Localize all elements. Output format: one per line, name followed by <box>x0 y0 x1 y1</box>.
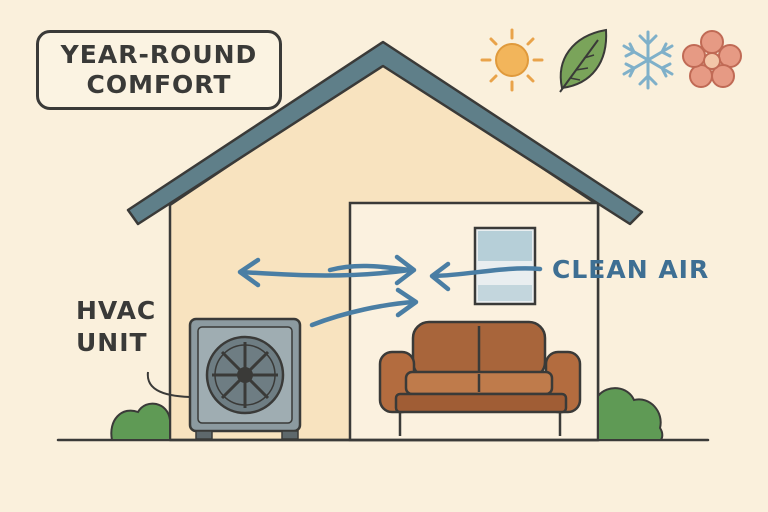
hvac-unit-label: HVAC UNIT <box>76 295 156 359</box>
arrow-left-head <box>237 257 261 288</box>
bush-right <box>597 387 664 441</box>
hvac-label-pointer <box>146 371 191 398</box>
arrow-right-lower <box>309 299 417 328</box>
arrow-right-upper-head <box>394 254 417 286</box>
sun-icon <box>480 28 544 92</box>
leaf-icon <box>559 28 608 93</box>
sofa <box>378 320 582 436</box>
hvac-label-line-1: HVAC <box>76 296 157 325</box>
bush-left <box>110 402 171 441</box>
clean-air-label: CLEAN AIR <box>552 255 710 284</box>
arrow-clean-air-head <box>429 261 451 292</box>
title-line-1: YEAR-ROUND <box>60 40 258 69</box>
arrow-right-upper <box>327 263 413 273</box>
house-roof <box>126 40 644 226</box>
flower-icon <box>682 30 742 88</box>
window <box>473 226 537 306</box>
airflow-arrows <box>237 254 543 328</box>
hvac-unit <box>188 317 302 440</box>
arrow-left <box>239 267 413 278</box>
snowflake-icon <box>622 30 674 90</box>
hvac-label-line-2: UNIT <box>76 328 148 357</box>
title-line-2: COMFORT <box>86 70 232 99</box>
arrow-clean-air <box>431 266 543 279</box>
title-box: YEAR-ROUND COMFORT <box>36 30 282 110</box>
arrow-right-lower-head <box>395 287 419 318</box>
